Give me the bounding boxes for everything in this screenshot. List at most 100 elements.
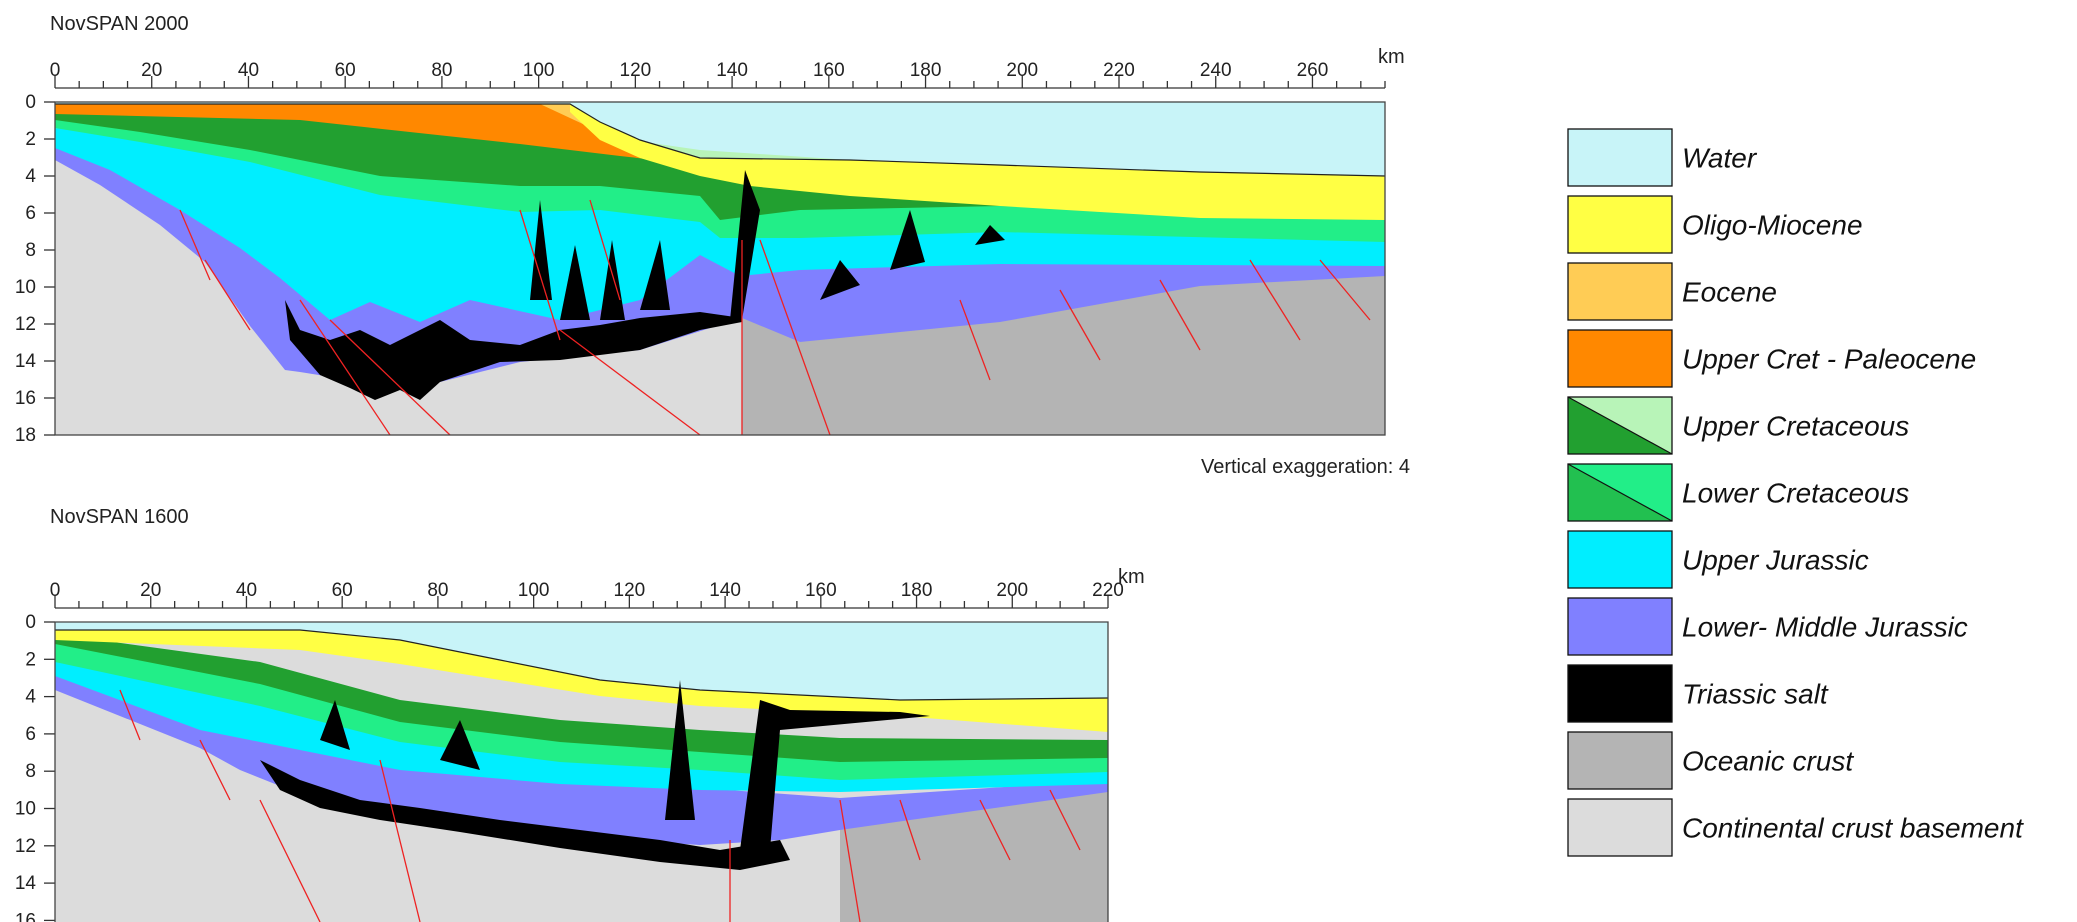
section-title: NovSPAN 1600 (50, 506, 189, 528)
sea-floor-line (55, 629, 1109, 701)
depth-tick-label: 18 (15, 425, 36, 446)
legend-swatch (1567, 530, 1673, 589)
x-axis-km-scale (54, 596, 1109, 609)
upper-cretaceous (55, 634, 1108, 762)
oligo-miocene (570, 104, 1385, 220)
legend-label: Lower- Middle Jurassic (1682, 612, 1968, 643)
salt-diapir (665, 680, 695, 820)
legend-swatch (1567, 597, 1673, 656)
cross-section-body (55, 622, 1109, 922)
section-novspan-1600: NovSPAN 1600 km 0 20 40 60 80 100 120 140 160 180… (15, 506, 1145, 922)
x-tick-label: 40 (238, 60, 259, 81)
x-tick-label: 160 (805, 580, 837, 601)
x-tick-label: 140 (709, 580, 741, 601)
legend-swatch (1567, 195, 1673, 254)
lower-middle-jurassic (55, 660, 1108, 845)
x-tick-label: 60 (332, 580, 353, 601)
x-tick-label: 200 (996, 580, 1028, 601)
legend-label: Continental crust basement (1682, 813, 2024, 844)
legend-swatch (1567, 128, 1673, 187)
legend-item: Oceanic crust (1567, 731, 1854, 790)
x-tick-label: 0 (50, 580, 61, 601)
depth-tick-label: 6 (25, 724, 36, 745)
legend-label: Upper Cretaceous (1682, 411, 1909, 442)
section-frame (54, 101, 1386, 436)
legend-label: Triassic salt (1682, 679, 1829, 710)
depth-tick-label: 12 (15, 314, 36, 335)
salt-diapir (640, 240, 670, 310)
depth-tick-label: 4 (25, 687, 36, 708)
legend-item: Upper Jurassic (1567, 530, 1869, 589)
depth-tick-label: 14 (15, 873, 37, 894)
x-tick-label: 40 (236, 580, 257, 601)
x-axis-unit: km (1378, 46, 1405, 68)
legend-item: Triassic salt (1567, 664, 1829, 723)
salt-diapir (320, 700, 350, 750)
x-axis-km-scale (54, 76, 1386, 89)
legend-swatch (1567, 664, 1673, 723)
salt-diapir (530, 200, 552, 300)
section-title: NovSPAN 2000 (50, 13, 189, 35)
faults (179, 199, 1371, 436)
depth-tick-label: 4 (25, 166, 36, 187)
x-tick-label: 80 (431, 60, 452, 81)
salt-diapir (600, 240, 625, 320)
sea-floor-line (55, 103, 1386, 177)
legend-item: Lower Cretaceous (1567, 463, 1909, 522)
x-tick-label: 60 (335, 60, 356, 81)
legend-label: Upper Cret - Paleocene (1682, 344, 1976, 375)
x-tick-label: 20 (140, 580, 161, 601)
salt-diapir (740, 700, 930, 850)
x-tick-label: 20 (141, 60, 162, 81)
legend-label: Upper Jurassic (1682, 545, 1869, 576)
x-tick-label: 120 (620, 60, 652, 81)
water (55, 622, 1108, 700)
section-frame (54, 621, 1109, 922)
depth-tick-label: 2 (25, 649, 36, 670)
x-tick-label: 260 (1297, 60, 1329, 81)
x-tick-label: 100 (523, 60, 555, 81)
x-tick-label: 220 (1092, 580, 1124, 601)
legend-label: Lower Cretaceous (1682, 478, 1909, 509)
x-tick-label: 240 (1200, 60, 1232, 81)
lower-cretaceous (55, 640, 1108, 780)
depth-tick-label: 8 (25, 240, 36, 261)
salt-diapir (560, 245, 590, 320)
x-axis-tick-labels: 0 20 40 60 80 100 120 140 160 180 200 220 (50, 580, 1124, 601)
x-tick-label: 100 (518, 580, 550, 601)
x-tick-label: 220 (1103, 60, 1135, 81)
depth-tick-label: 14 (15, 351, 37, 372)
legend-label: Water (1682, 143, 1758, 174)
x-tick-label: 180 (901, 580, 933, 601)
legend-label: Oligo-Miocene (1682, 210, 1863, 241)
legend-item: Water (1567, 128, 1758, 187)
depth-tick-label: 0 (25, 92, 36, 113)
x-tick-label: 0 (50, 60, 61, 81)
x-tick-label: 200 (1006, 60, 1038, 81)
depth-tick-label: 2 (25, 129, 36, 150)
salt-diapir (730, 170, 760, 320)
salt-diapir (975, 225, 1005, 245)
legend-swatch (1567, 731, 1673, 790)
depth-tick-label: 16 (15, 910, 36, 922)
upper-cret-paleocene (55, 104, 1385, 194)
x-tick-label: 120 (614, 580, 646, 601)
legend-label: Eocene (1682, 277, 1777, 308)
legend-item: Continental crust basement (1567, 798, 2024, 857)
legend-label: Oceanic crust (1682, 746, 1854, 777)
x-tick-label: 140 (716, 60, 748, 81)
legend-swatch (1567, 798, 1673, 857)
depth-tick-label: 10 (15, 277, 36, 298)
x-tick-label: 80 (427, 580, 448, 601)
legend-swatch (1567, 262, 1673, 321)
depth-tick-label: 8 (25, 761, 36, 782)
x-axis-unit: km (1118, 566, 1145, 588)
faults (119, 689, 1081, 922)
depth-tick-label: 10 (15, 799, 36, 820)
legend-item: Upper Cretaceous (1567, 396, 1909, 455)
